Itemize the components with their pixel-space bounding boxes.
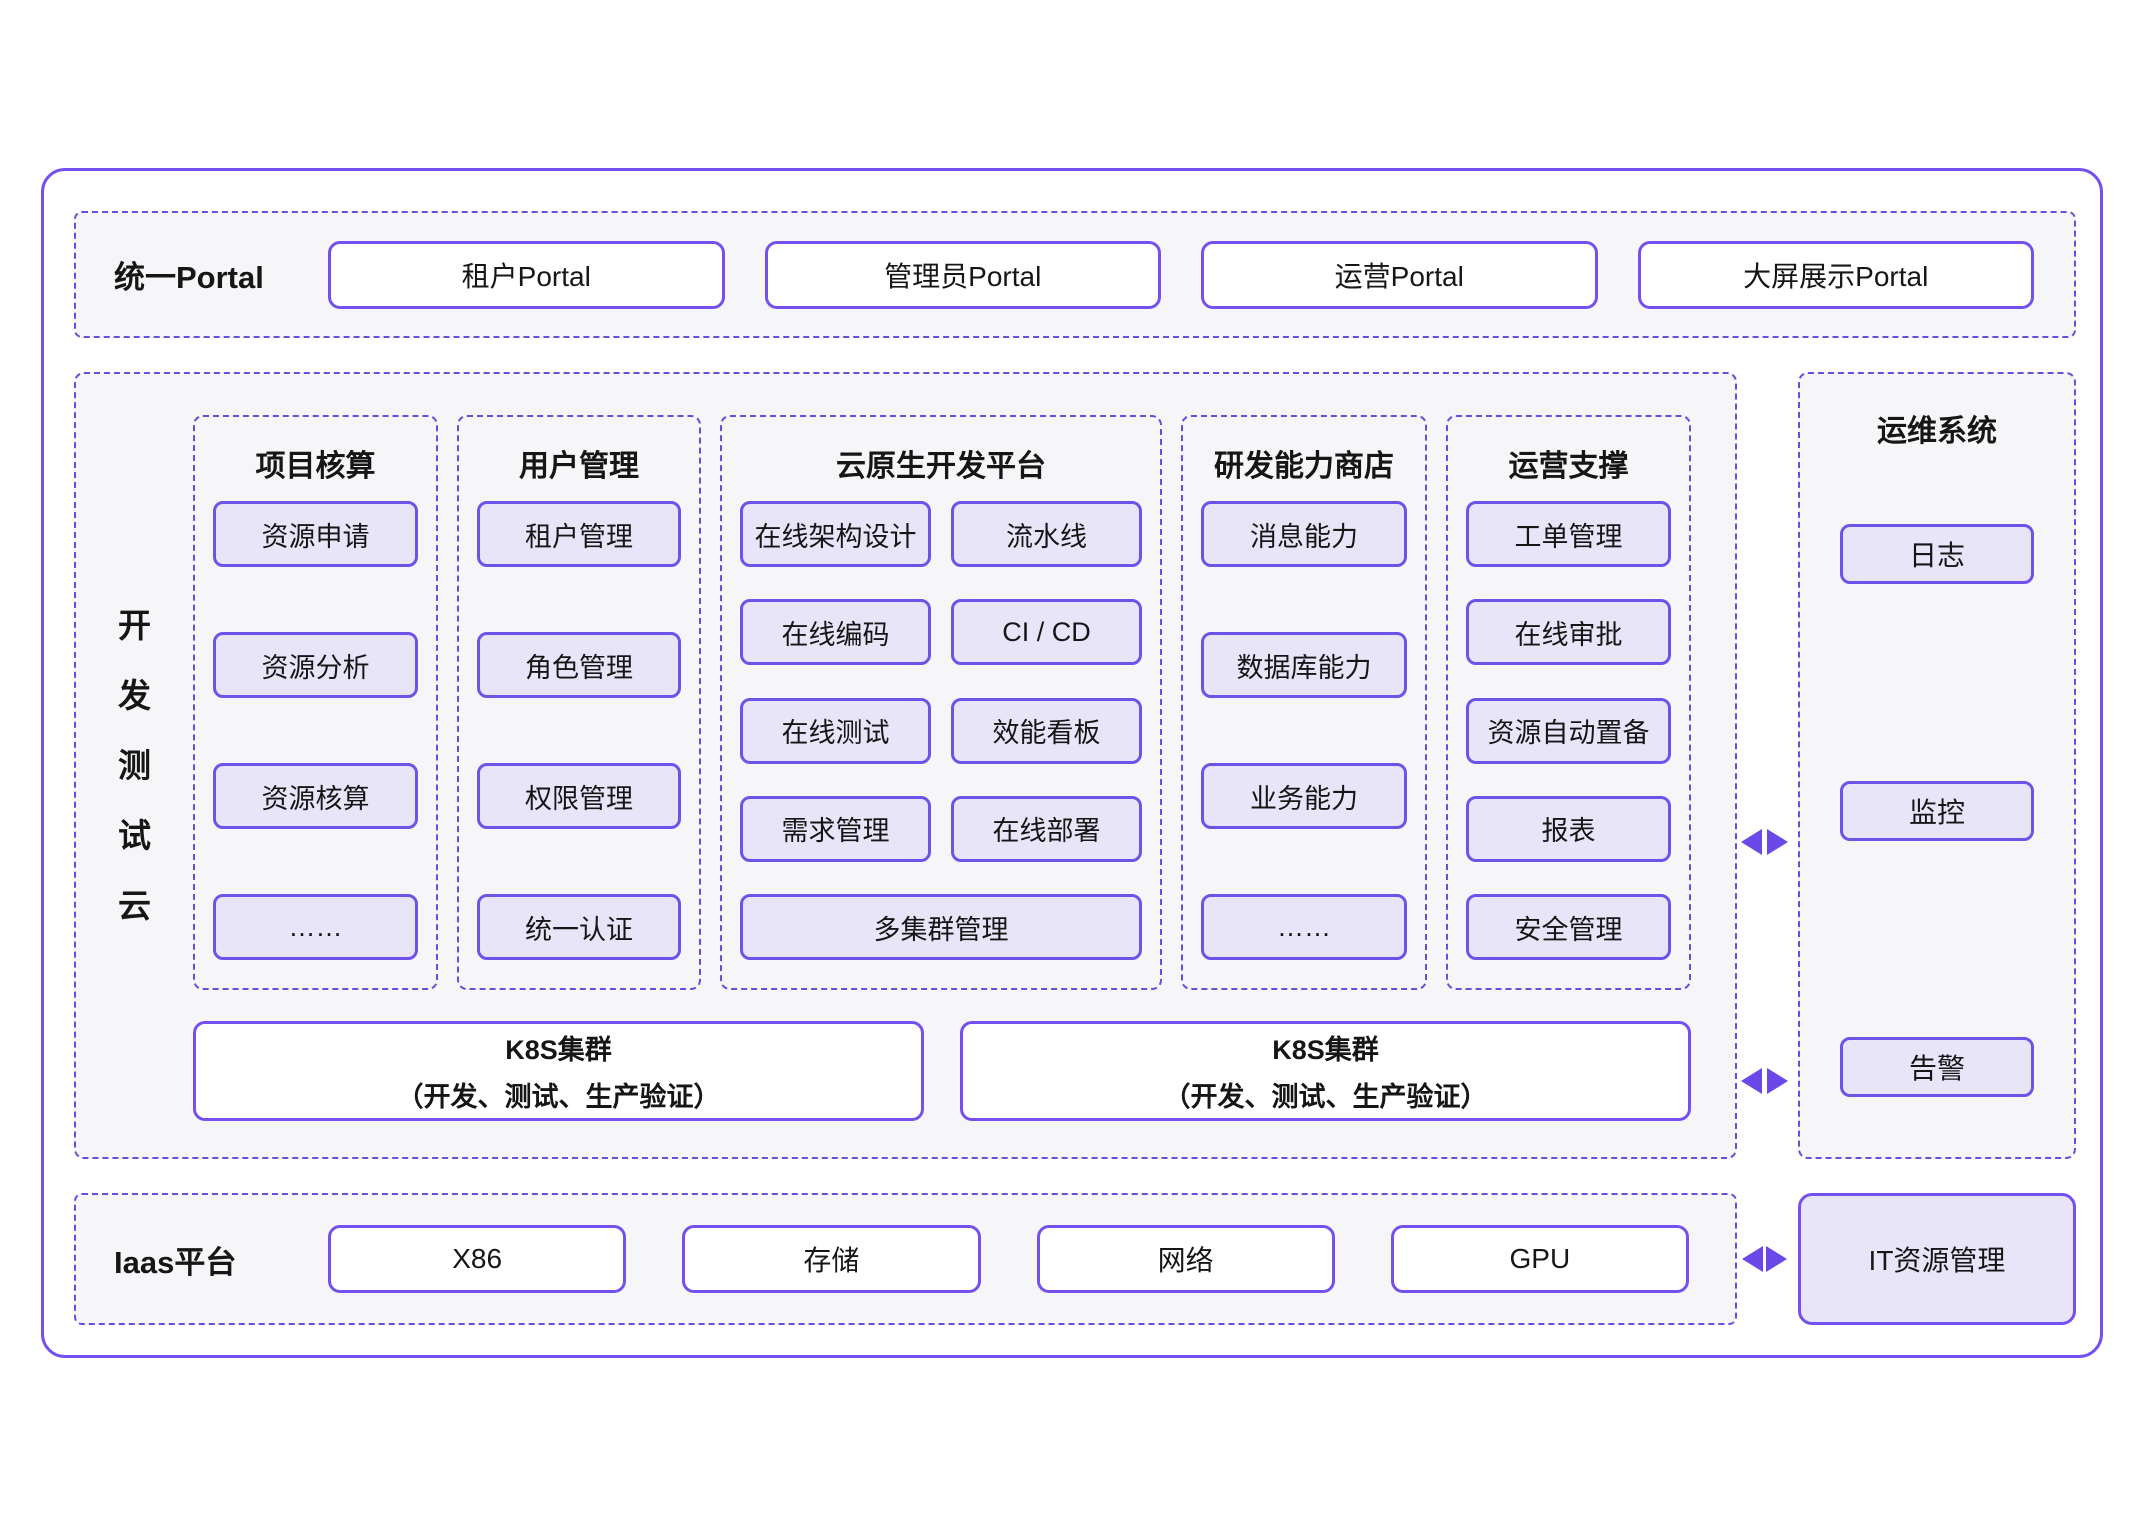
module-box: 统一认证 — [477, 894, 681, 960]
link-arrows-bottom — [1741, 1246, 1787, 1272]
module-box: 在线审批 — [1466, 599, 1671, 666]
module-box: …… — [213, 894, 418, 960]
column-items: 消息能力 数据库能力 业务能力 …… — [1201, 489, 1407, 960]
portal-box-tenant: 租户Portal — [328, 240, 725, 309]
iaas-box-x86: X86 — [328, 1225, 627, 1293]
column-title: 云原生开发平台 — [836, 450, 1046, 483]
module-box: 工单管理 — [1466, 501, 1671, 567]
dev-cloud-section: 开 发 测 试 云 项目核算 资源申请 资源分析 资源核算 …… 用户管理 租户… — [74, 372, 1737, 1159]
arrow-right-icon — [1766, 829, 1788, 855]
arrow-left-icon — [1740, 1068, 1762, 1094]
k8s-row: K8S集群 （开发、测试、生产验证） K8S集群 （开发、测试、生产验证） — [193, 1021, 1691, 1121]
module-box: 业务能力 — [1201, 763, 1407, 829]
column-items: 资源申请 资源分析 资源核算 …… — [213, 489, 418, 960]
architecture-diagram: 统一Portal 租户Portal 管理员Portal 运营Portal 大屏展… — [41, 168, 2103, 1358]
link-arrows-top — [1739, 829, 1789, 855]
module-box-multicluster: 多集群管理 — [740, 894, 1142, 960]
ops-title: 运维系统 — [1877, 415, 1997, 448]
column-items: 工单管理 在线审批 资源自动置备 报表 安全管理 — [1466, 489, 1671, 960]
module-box: 角色管理 — [477, 632, 681, 698]
iaas-box-row: X86 存储 网络 GPU — [328, 1225, 1735, 1293]
module-box: 租户管理 — [477, 501, 681, 567]
portal-box-row: 租户Portal 管理员Portal 运营Portal 大屏展示Portal — [328, 240, 2074, 309]
vlabel-char: 发 — [118, 676, 151, 714]
ops-box-log: 日志 — [1840, 524, 2034, 584]
iaas-box-gpu: GPU — [1390, 1225, 1689, 1293]
column-items: 租户管理 角色管理 权限管理 统一认证 — [477, 489, 681, 960]
portal-box-bigscreen: 大屏展示Portal — [1637, 240, 2034, 309]
k8s-title: K8S集群 — [505, 1035, 612, 1065]
ops-box-alert: 告警 — [1840, 1037, 2034, 1097]
ops-box-monitor: 监控 — [1840, 780, 2034, 841]
vlabel-char: 测 — [118, 746, 151, 784]
k8s-subtitle: （开发、测试、生产验证） — [1163, 1082, 1488, 1112]
it-resource-management-box: IT资源管理 — [1798, 1193, 2076, 1325]
ops-items: 日志 监控 告警 — [1800, 454, 2074, 1157]
column-title: 研发能力商店 — [1214, 450, 1394, 483]
module-box: …… — [1201, 894, 1407, 960]
portal-section-label: 统一Portal — [114, 260, 264, 295]
k8s-cluster-box-1: K8S集群 （开发、测试、生产验证） — [193, 1021, 924, 1121]
iaas-section-label: Iaas平台 — [114, 1244, 237, 1280]
module-box: 流水线 — [951, 501, 1142, 567]
link-arrows-middle — [1739, 1068, 1789, 1094]
portal-box-admin: 管理员Portal — [764, 240, 1161, 309]
arrow-left-icon — [1741, 1246, 1763, 1272]
arrow-right-icon — [1766, 1068, 1788, 1094]
column-user-management: 用户管理 租户管理 角色管理 权限管理 统一认证 — [457, 415, 701, 990]
vlabel-char: 开 — [118, 606, 151, 644]
arrow-right-icon — [1765, 1246, 1787, 1272]
module-box: 需求管理 — [740, 795, 931, 862]
portal-box-operation: 运营Portal — [1201, 240, 1598, 309]
ops-section: 运维系统 日志 监控 告警 — [1798, 372, 2076, 1159]
column-cloud-native-platform: 云原生开发平台 在线架构设计 流水线 在线编码 CI / CD 在线测试 效能看… — [720, 415, 1162, 990]
iaas-section: Iaas平台 X86 存储 网络 GPU — [74, 1193, 1737, 1325]
module-box: 消息能力 — [1201, 501, 1407, 567]
module-box: 报表 — [1466, 795, 1671, 862]
column-project-accounting: 项目核算 资源申请 资源分析 资源核算 …… — [193, 415, 438, 990]
iaas-box-storage: 存储 — [682, 1225, 981, 1293]
module-box: 资源核算 — [213, 763, 418, 829]
arrow-left-icon — [1740, 829, 1762, 855]
vlabel-char: 云 — [118, 886, 151, 924]
module-box: 资源自动置备 — [1466, 697, 1671, 764]
module-box: 在线部署 — [951, 795, 1142, 862]
module-box: 数据库能力 — [1201, 632, 1407, 698]
module-box: CI / CD — [951, 599, 1142, 666]
module-box: 在线测试 — [740, 697, 931, 764]
column-title: 用户管理 — [519, 450, 639, 483]
dev-cloud-vertical-label: 开 发 测 试 云 — [76, 374, 193, 1157]
module-box: 资源申请 — [213, 501, 418, 567]
column-title: 运营支撑 — [1508, 450, 1629, 483]
module-box: 权限管理 — [477, 763, 681, 829]
column-capability-store: 研发能力商店 消息能力 数据库能力 业务能力 …… — [1181, 415, 1427, 990]
module-box: 在线编码 — [740, 599, 931, 666]
k8s-subtitle: （开发、测试、生产验证） — [396, 1082, 721, 1112]
k8s-cluster-box-2: K8S集群 （开发、测试、生产验证） — [960, 1021, 1691, 1121]
k8s-title: K8S集群 — [1272, 1035, 1379, 1065]
module-box: 资源分析 — [213, 632, 418, 698]
module-box: 在线架构设计 — [740, 501, 931, 567]
module-columns: 项目核算 资源申请 资源分析 资源核算 …… 用户管理 租户管理 角色管理 权限… — [193, 415, 1691, 990]
column-items-grid: 在线架构设计 流水线 在线编码 CI / CD 在线测试 效能看板 需求管理 在… — [740, 489, 1142, 960]
column-operation-support: 运营支撑 工单管理 在线审批 资源自动置备 报表 安全管理 — [1446, 415, 1691, 990]
iaas-box-network: 网络 — [1036, 1225, 1335, 1293]
module-box: 效能看板 — [951, 697, 1142, 764]
vlabel-char: 试 — [118, 816, 151, 854]
portal-section: 统一Portal 租户Portal 管理员Portal 运营Portal 大屏展… — [74, 211, 2076, 338]
column-title: 项目核算 — [255, 450, 376, 483]
module-box: 安全管理 — [1466, 894, 1671, 960]
